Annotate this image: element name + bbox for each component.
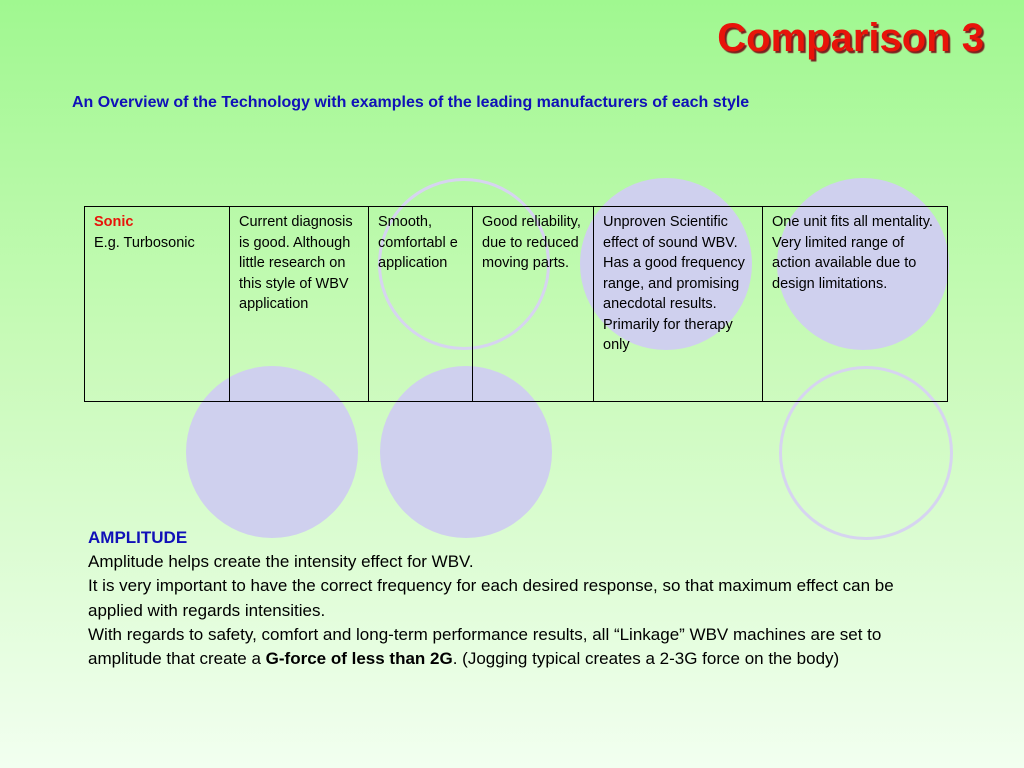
cell-line: Unproven Scientific effect of sound WBV. — [603, 214, 738, 251]
slide-subtitle: An Overview of the Technology with examp… — [72, 94, 750, 111]
comparison-table: Sonic E.g. Turbosonic Current diagnosis … — [84, 206, 948, 402]
table-cell: Current diagnosis is good. Although litt… — [229, 206, 369, 402]
amplitude-paragraph: With regards to safety, comfort and long… — [88, 623, 948, 671]
table-cell-type: Sonic E.g. Turbosonic — [84, 206, 230, 402]
type-example: E.g. Turbosonic — [94, 234, 195, 251]
g-force-emphasis: G-force of less than 2G — [265, 649, 453, 669]
amplitude-paragraph: Amplitude helps create the intensity eff… — [88, 552, 474, 572]
text-run: With regards to safety, comfort and long… — [88, 624, 882, 669]
table-cell: One unit fits all mentality. Very limite… — [762, 206, 948, 402]
text-run: . (Jogging typical creates a 2-3G force … — [452, 649, 840, 669]
slide-title: Comparison 3 — [717, 16, 984, 60]
cell-line: Very limited range of action available d… — [772, 234, 917, 292]
cell-line: Primarily for therapy only — [603, 316, 733, 354]
amplitude-paragraph: It is very important to have the correct… — [88, 576, 894, 620]
type-name: Sonic — [94, 214, 134, 230]
cell-line: One unit fits all mentality. — [772, 214, 933, 230]
table-cell: Good reliability, due to reduced moving … — [472, 206, 594, 402]
table-row: Sonic E.g. Turbosonic Current diagnosis … — [84, 206, 948, 402]
amplitude-section: AMPLITUDE Amplitude helps create the int… — [88, 526, 948, 671]
amplitude-heading: AMPLITUDE — [88, 528, 188, 547]
table-cell: Unproven Scientific effect of sound WBV.… — [593, 206, 763, 402]
table-cell: Smooth, comfortabl e application — [368, 206, 473, 402]
cell-line: Has a good frequency range, and promisin… — [603, 255, 745, 312]
